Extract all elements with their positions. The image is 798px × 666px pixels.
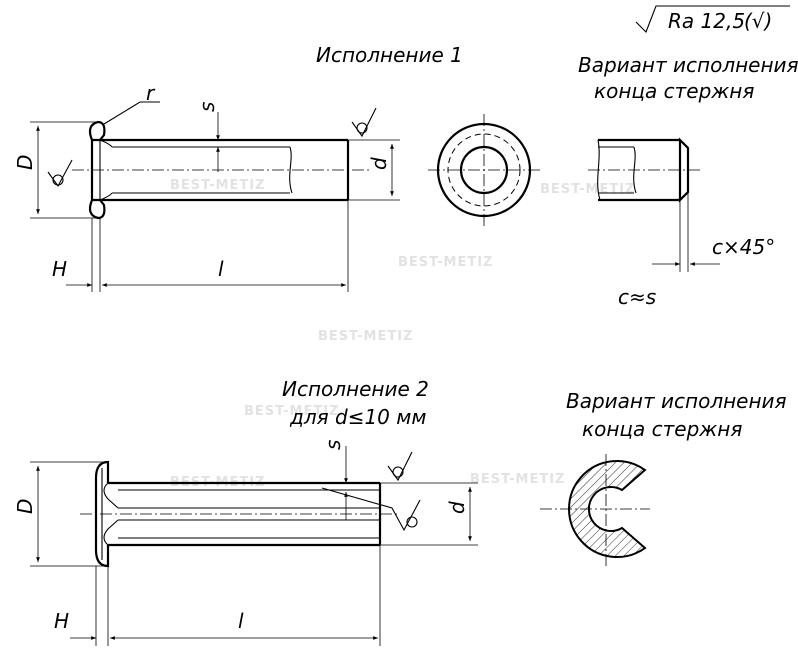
view1-end-view: [428, 114, 540, 226]
end-variant-1-chamfer: c×45°: [712, 235, 775, 259]
watermark: BEST-METIZ: [170, 178, 265, 193]
end-variant-1-title-2: конца стержня: [594, 79, 754, 103]
end-variant-2-title-2: конца стержня: [582, 417, 742, 441]
view2-title-1: Исполнение 2: [282, 377, 429, 401]
end-variant-2: Вариант исполнения конца стержня: [540, 389, 787, 566]
view1-rivet: Исполнение 1 D d r: [13, 43, 463, 292]
view1-dim-r: r: [146, 81, 156, 105]
watermark: BEST-METIZ: [470, 472, 565, 487]
view1-dim-s: s: [195, 102, 219, 112]
watermark: BEST-METIZ: [398, 255, 493, 270]
view2-rivet: Исполнение 2 для d≤10 мм D d s: [13, 377, 478, 646]
roughness-paren: (√): [744, 9, 772, 33]
view2-dim-s: s: [321, 440, 345, 450]
roughness-symbol: Ra 12,5 (√): [635, 5, 790, 33]
watermark: BEST-METIZ: [244, 404, 339, 419]
end-variant-2-title-1: Вариант исполнения: [566, 389, 787, 413]
end-variant-1: Вариант исполнения конца стержня c×45° c…: [578, 53, 798, 309]
view2-dim-d: d: [445, 501, 469, 514]
view2-dim-H: H: [54, 609, 69, 633]
view1-dim-H: H: [52, 257, 67, 281]
watermark: BEST-METIZ: [318, 329, 413, 344]
end-variant-1-title-1: Вариант исполнения: [578, 53, 798, 77]
end-variant-1-relation: c≈s: [618, 285, 656, 309]
view1-dim-l: l: [218, 257, 224, 281]
roughness-value: Ra 12,5: [668, 9, 745, 33]
view2-title-2: для d≤10 мм: [289, 405, 426, 429]
view1-dim-d: d: [367, 157, 391, 170]
view2-dim-D: D: [13, 499, 37, 514]
view1-dim-D: D: [13, 155, 37, 170]
watermark: BEST-METIZ: [540, 182, 635, 197]
view2-dim-l: l: [238, 609, 244, 633]
view1-title: Исполнение 1: [316, 43, 463, 67]
